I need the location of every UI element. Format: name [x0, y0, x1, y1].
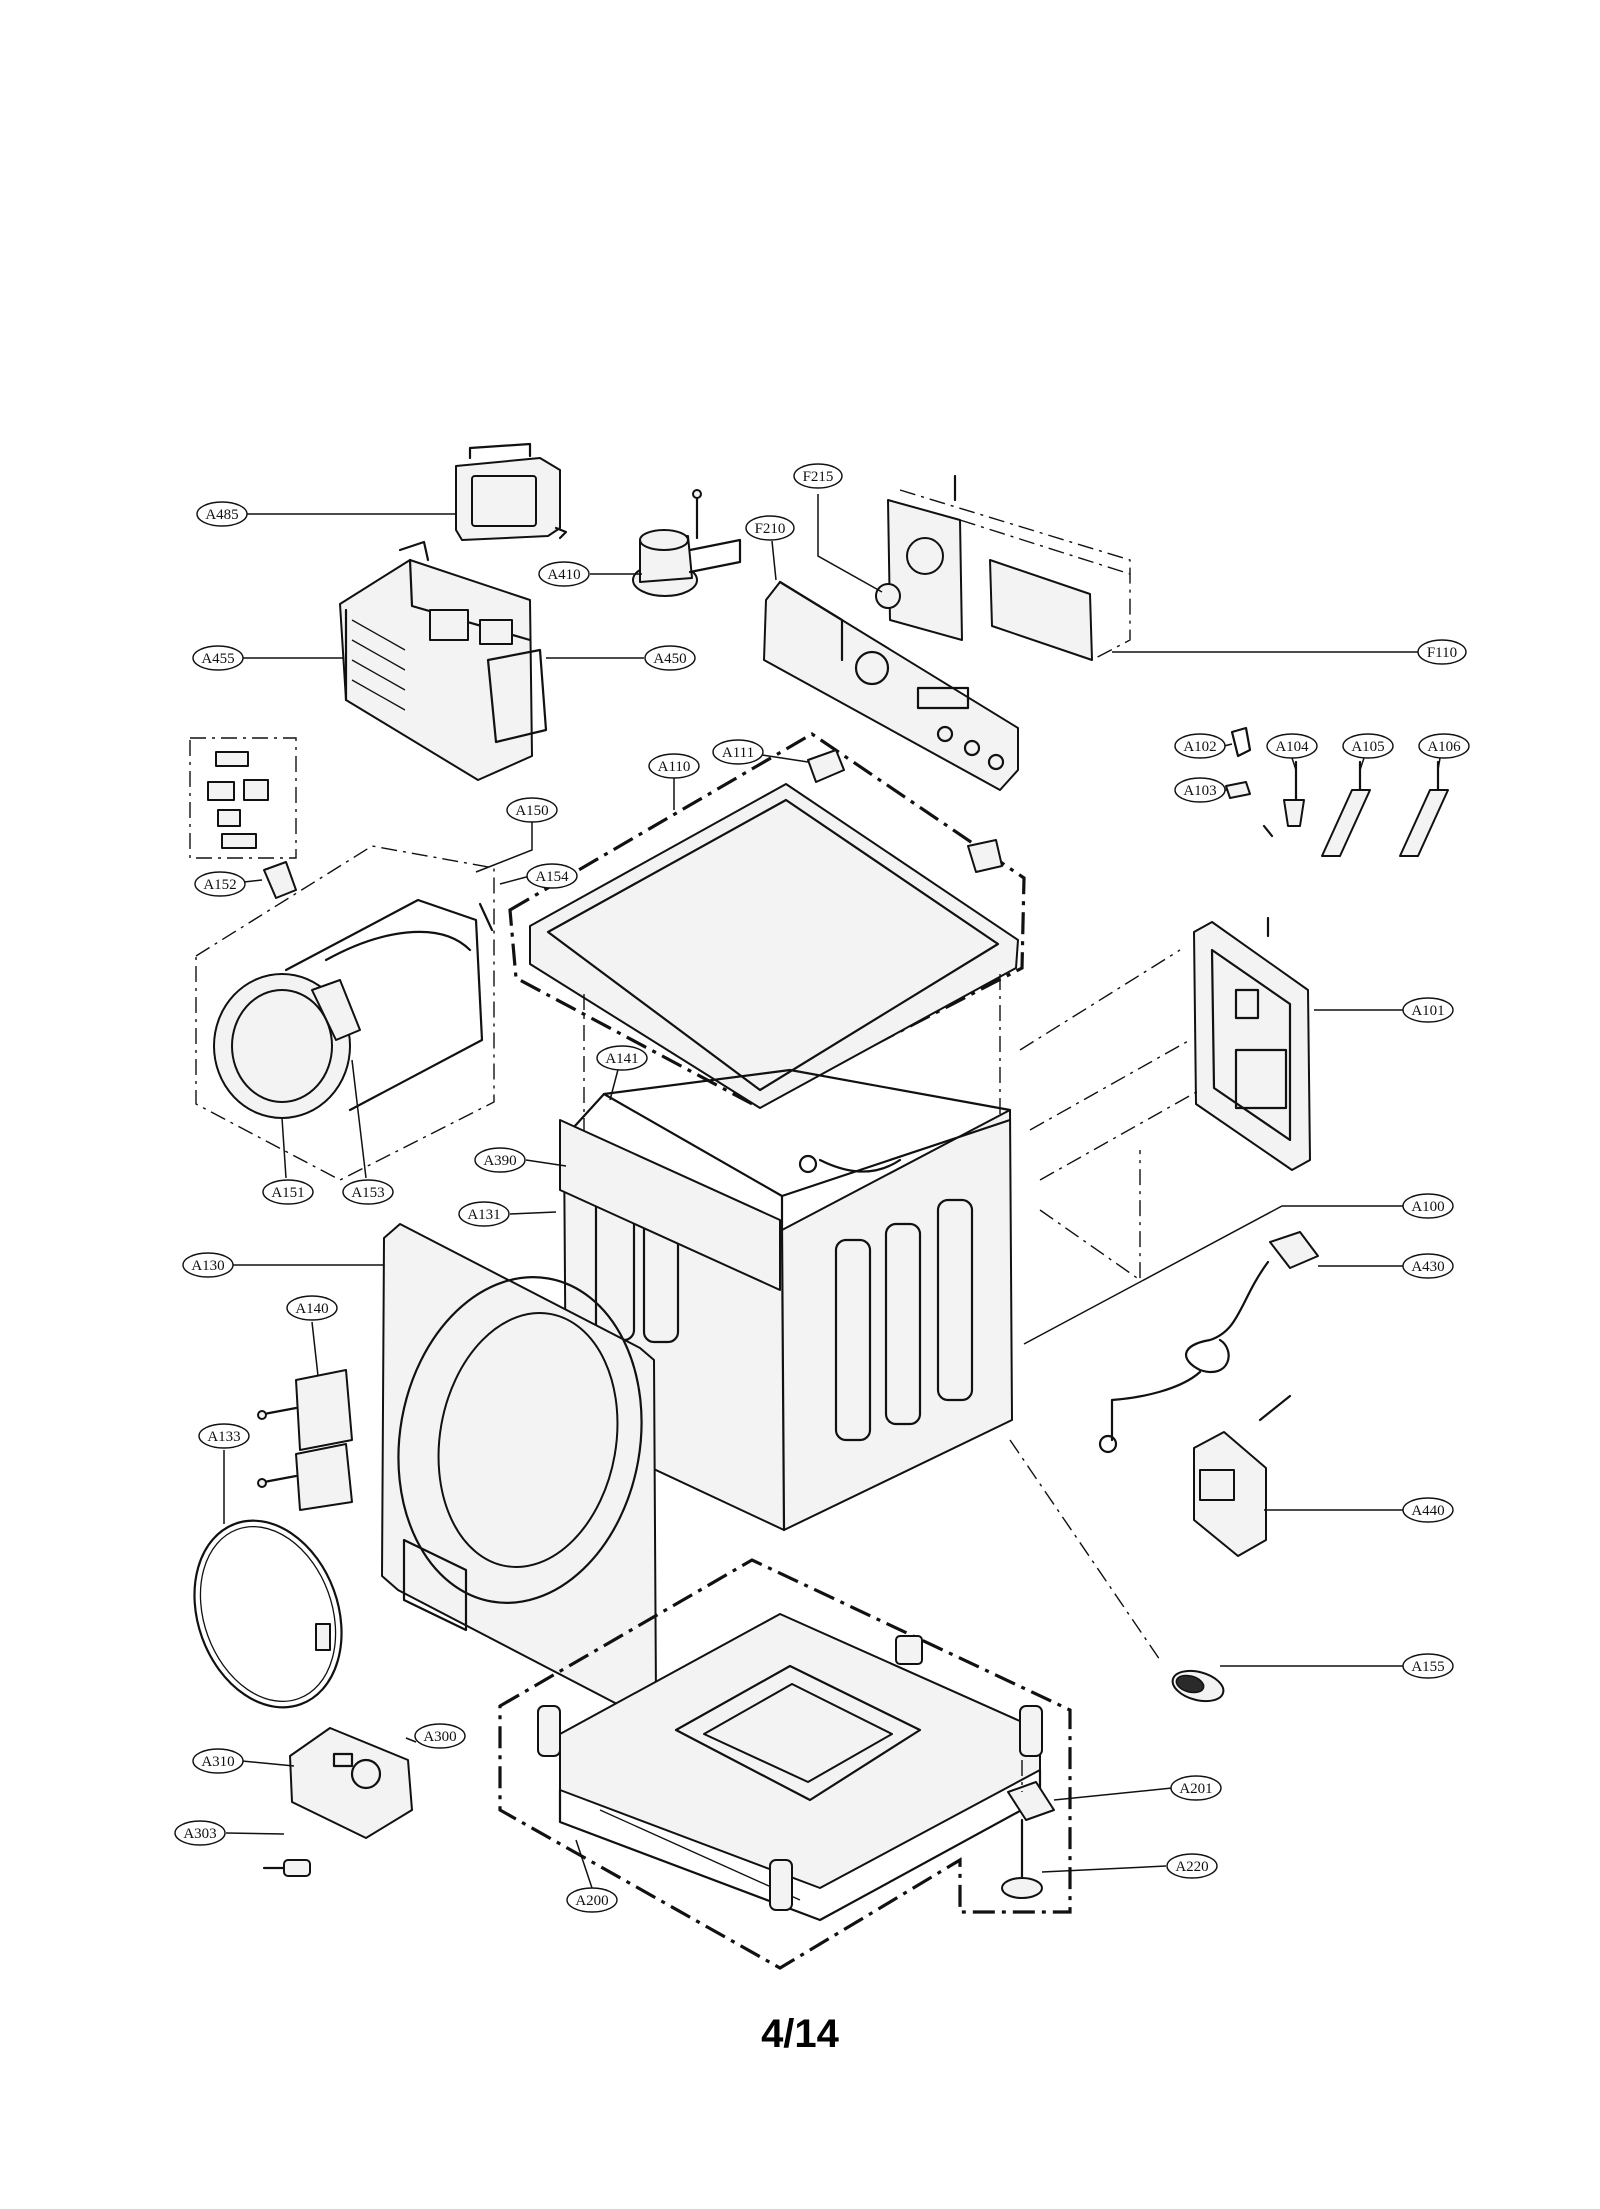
- part-a390-front-bracket: [559, 1119, 781, 1291]
- svg-text:A220: A220: [1175, 1859, 1208, 1875]
- svg-text:A455: A455: [201, 651, 234, 667]
- callout-a106: A106: [1418, 733, 1470, 759]
- part-a155-cap: [1009, 1439, 1225, 1703]
- callout-a300: A300: [414, 1723, 466, 1749]
- svg-text:A430: A430: [1411, 1259, 1444, 1275]
- svg-text:A104: A104: [1275, 739, 1309, 755]
- callout-a151: A151: [262, 1179, 314, 1205]
- callout-a140: A140: [286, 1295, 338, 1321]
- part-a430-power-cord: [1098, 1231, 1319, 1454]
- callout-a410: A410: [538, 561, 590, 587]
- svg-text:A200: A200: [575, 1893, 608, 1909]
- callout-a104: A104: [1266, 733, 1318, 759]
- callout-a100: A100: [1402, 1193, 1454, 1219]
- svg-text:A410: A410: [547, 567, 580, 583]
- page-number: 4/14: [761, 2012, 839, 2056]
- callout-a220: A220: [1166, 1853, 1218, 1879]
- callout-a153: A153: [342, 1179, 394, 1205]
- part-a110-top-plate: [508, 732, 1026, 1109]
- svg-text:A300: A300: [423, 1729, 456, 1745]
- callout-a485: A485: [196, 501, 248, 527]
- callout-a130: A130: [182, 1252, 234, 1278]
- svg-text:A106: A106: [1427, 739, 1461, 755]
- part-a133-gasket-ring: [193, 1519, 343, 1709]
- callout-a310: A310: [192, 1748, 244, 1774]
- part-a150-door-ring: [195, 845, 495, 1181]
- callout-a430: A430: [1402, 1253, 1454, 1279]
- part-a485-display-pcb: [455, 442, 568, 541]
- callout-f215: F215: [793, 463, 843, 489]
- callout-a102: A102: [1174, 733, 1226, 759]
- part-a410-pump: [632, 489, 742, 597]
- callout-a303: A303: [174, 1820, 226, 1846]
- callout-a152: A152: [194, 871, 246, 897]
- callout-a110: A110: [648, 753, 700, 779]
- callout-a450: A450: [644, 645, 696, 671]
- svg-text:A130: A130: [191, 1258, 224, 1274]
- svg-text:A150: A150: [515, 803, 548, 819]
- svg-text:A140: A140: [295, 1301, 328, 1317]
- svg-text:F210: F210: [755, 521, 786, 537]
- leader-lines: [223, 494, 1441, 1889]
- callout-f210: F210: [745, 515, 795, 541]
- svg-text:A201: A201: [1179, 1781, 1212, 1797]
- svg-text:A153: A153: [351, 1185, 384, 1201]
- svg-text:A141: A141: [605, 1051, 638, 1067]
- callout-a201: A201: [1170, 1775, 1222, 1801]
- svg-text:A103: A103: [1183, 783, 1216, 799]
- svg-text:A151: A151: [271, 1185, 304, 1201]
- svg-text:A131: A131: [467, 1207, 500, 1223]
- part-a101-rear-cover: [1019, 916, 1311, 1282]
- callout-a101: A101: [1402, 997, 1454, 1023]
- callout-a105: A105: [1342, 733, 1394, 759]
- callout-f110: F110: [1417, 639, 1467, 665]
- part-a102-a106-small-parts: [1225, 726, 1449, 857]
- svg-text:A152: A152: [203, 877, 236, 893]
- part-a200-base: [498, 1558, 1072, 1970]
- part-a300-filter-cover: [289, 1727, 413, 1839]
- svg-text:A100: A100: [1411, 1199, 1444, 1215]
- callout-a131: A131: [458, 1201, 510, 1227]
- part-a220-leveling-foot: [1001, 1760, 1055, 1899]
- callout-a111: A111: [712, 739, 764, 765]
- callout-a103: A103: [1174, 777, 1226, 803]
- part-a130-door: [381, 1223, 657, 1717]
- callout-a390: A390: [474, 1147, 526, 1173]
- part-clip-group: [189, 737, 297, 859]
- svg-text:A133: A133: [207, 1429, 240, 1445]
- svg-text:A111: A111: [722, 745, 754, 761]
- callout-a440: A440: [1402, 1497, 1454, 1523]
- svg-text:A310: A310: [201, 1754, 234, 1770]
- svg-text:A102: A102: [1183, 739, 1216, 755]
- part-a450-a455-pcb-assembly: [339, 540, 548, 781]
- callout-a155: A155: [1402, 1653, 1454, 1679]
- svg-text:A101: A101: [1411, 1003, 1444, 1019]
- svg-text:A105: A105: [1351, 739, 1384, 755]
- callout-a150: A150: [506, 797, 558, 823]
- part-a140-door-hinge: [257, 1369, 353, 1511]
- svg-text:A155: A155: [1411, 1659, 1444, 1675]
- svg-text:F110: F110: [1427, 645, 1457, 661]
- svg-text:A485: A485: [205, 507, 238, 523]
- svg-text:A303: A303: [183, 1826, 216, 1842]
- part-f110-control-pcb: [875, 474, 1131, 661]
- callout-a200: A200: [566, 1887, 618, 1913]
- svg-text:A110: A110: [658, 759, 691, 775]
- svg-text:A390: A390: [483, 1153, 516, 1169]
- callout-a133: A133: [198, 1423, 250, 1449]
- svg-text:F215: F215: [803, 469, 834, 485]
- svg-text:A154: A154: [535, 869, 569, 885]
- part-a303-plug: [262, 1859, 311, 1877]
- callout-a455: A455: [192, 645, 244, 671]
- callout-a154: A154: [526, 863, 578, 889]
- part-a440-noise-filter: [1193, 1394, 1292, 1557]
- callout-a141: A141: [596, 1045, 648, 1071]
- svg-text:A440: A440: [1411, 1503, 1444, 1519]
- svg-text:A450: A450: [653, 651, 686, 667]
- part-f210-control-panel: [763, 580, 1019, 791]
